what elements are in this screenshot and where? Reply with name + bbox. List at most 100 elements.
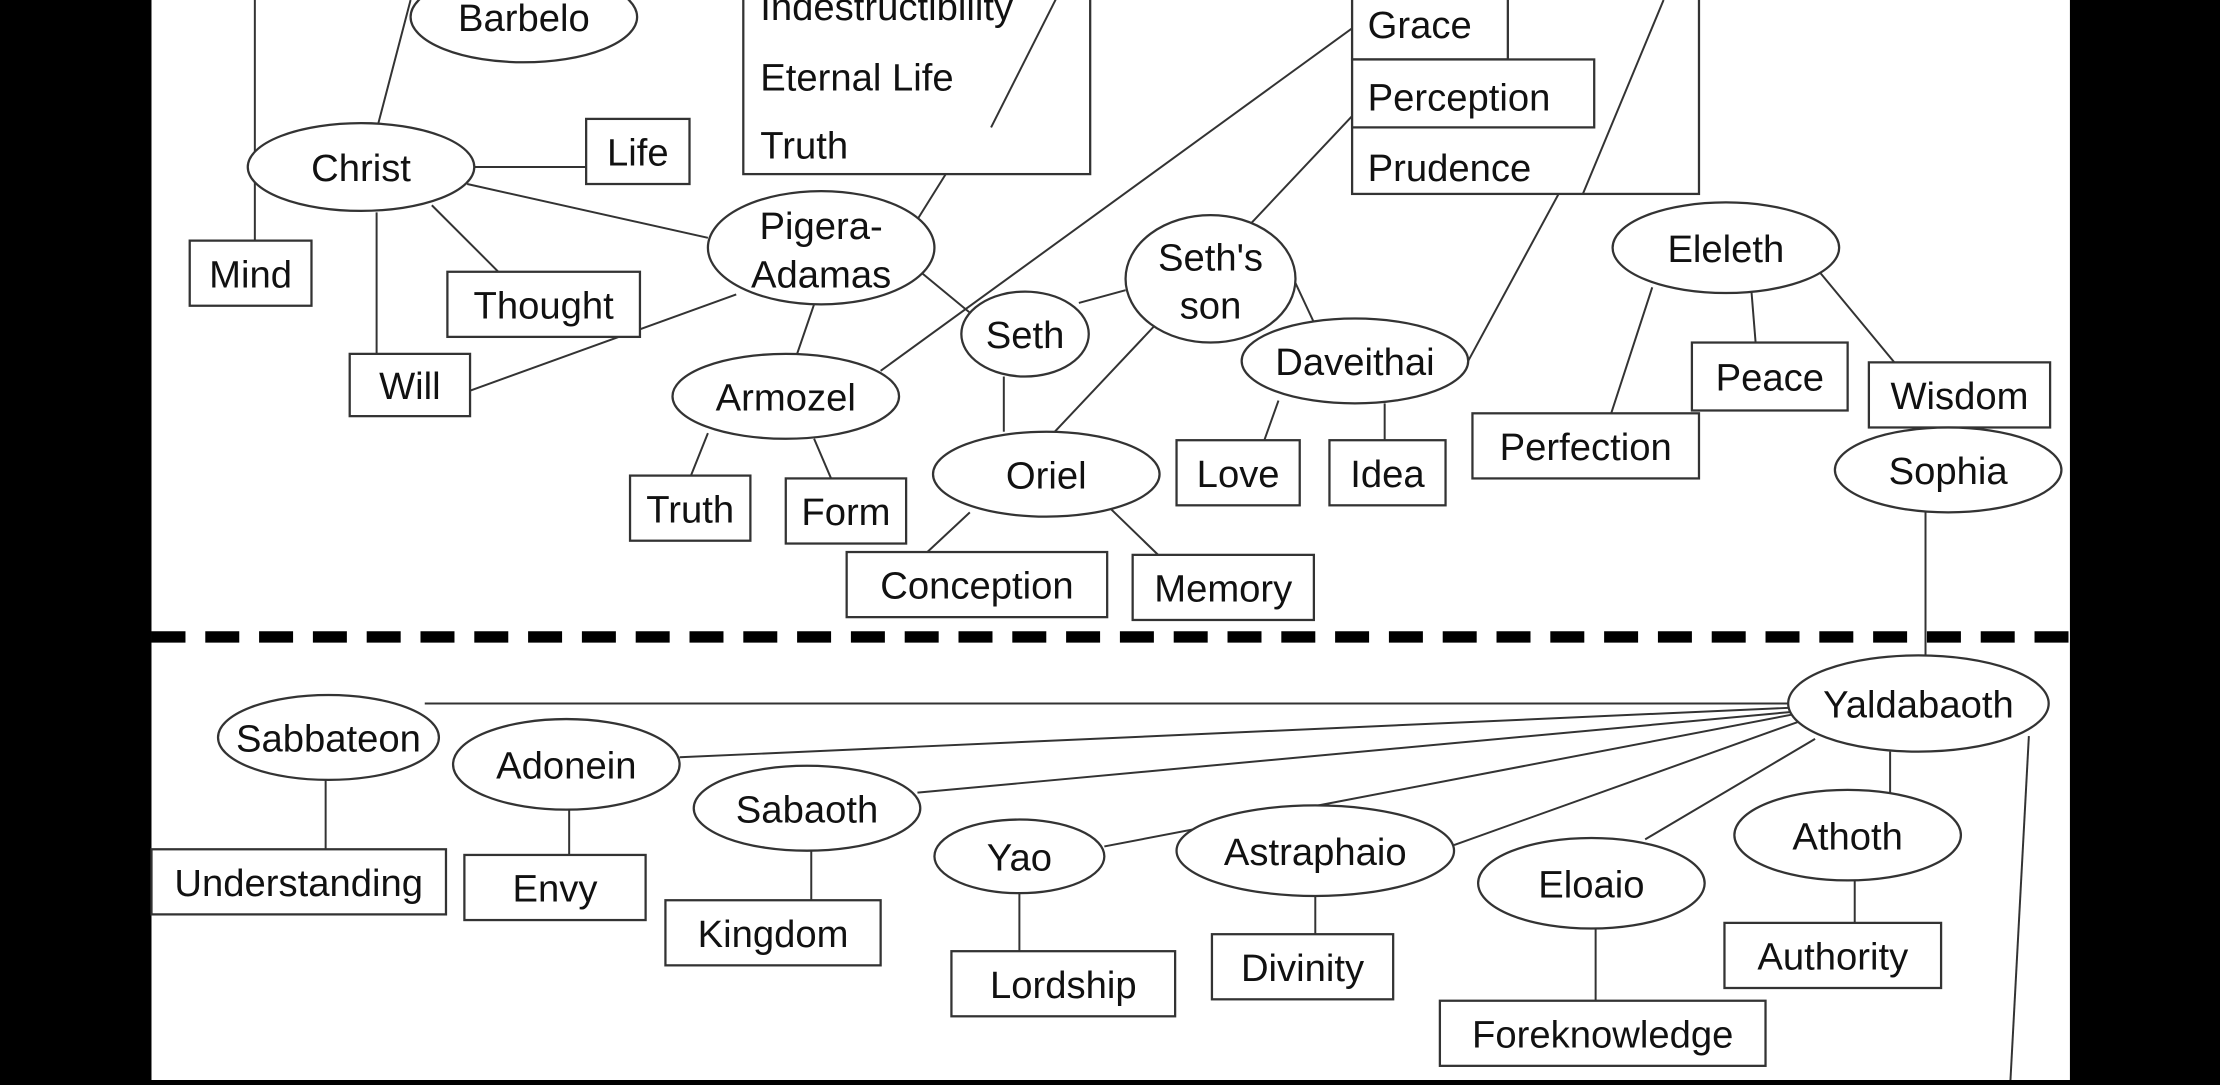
node-lordship: Lordship [950, 950, 1177, 1018]
connector-line [796, 304, 816, 355]
node-understanding: Understanding [150, 848, 448, 916]
node-wisdom: Wisdom [1867, 361, 2052, 429]
node-label-line: Pigera- [760, 205, 883, 248]
box-shape [1471, 412, 1701, 480]
connector-line [377, 0, 412, 125]
box-shape [1210, 933, 1395, 1001]
attribute-label: Indestructibility [760, 0, 1014, 29]
connector-line [880, 27, 1353, 372]
ellipse-shape [409, 0, 639, 64]
node-sabaoth: Sabaoth [692, 764, 922, 852]
ellipse-shape [1476, 836, 1706, 930]
ellipse-shape [246, 122, 476, 213]
node-label: Thought [474, 284, 615, 327]
node-label: Understanding [174, 862, 423, 905]
ellipse-shape [671, 352, 901, 440]
node-label-prudence: Prudence [1368, 147, 1532, 190]
node-sophia: Sophia [1833, 426, 2063, 514]
box-shape [950, 950, 1177, 1018]
node-label: Authority [1757, 936, 1909, 979]
box-shape [585, 117, 691, 186]
box-shape [1723, 921, 1943, 990]
node-label-line: son [1180, 284, 1242, 327]
node-authority: Authority [1723, 921, 1943, 990]
node-sabbateon: Sabbateon [216, 693, 441, 782]
box-shape [463, 853, 647, 922]
node-divinity: Divinity [1210, 933, 1395, 1001]
connector-line [1610, 287, 1654, 414]
node-label: Seth [986, 314, 1065, 357]
node-foreknowledge: Foreknowledge [1438, 999, 1767, 1067]
node-label: Yao [987, 837, 1052, 880]
node-label: Form [801, 491, 890, 534]
node-label: Eloaio [1538, 863, 1644, 906]
node-form: Form [784, 477, 908, 545]
node-label: Will [379, 365, 441, 408]
ellipse-shape [960, 290, 1090, 378]
box-shape [1690, 341, 1849, 412]
grace-box [1350, 0, 1509, 61]
ellipse-shape [692, 764, 922, 852]
ellipse-shape [216, 693, 441, 782]
connector-line [679, 706, 1792, 759]
node-label: Divinity [1241, 947, 1365, 990]
node-label: Oriel [1006, 454, 1087, 497]
node-mind: Mind [188, 239, 313, 307]
ellipse-shape [1733, 788, 1963, 882]
ellipse-shape [451, 717, 681, 811]
node-envy: Envy [463, 853, 647, 922]
node-label: Life [607, 132, 669, 175]
connector-line [469, 293, 737, 392]
node-label: Peace [1716, 357, 1824, 400]
node-label-line: Seth's [1158, 236, 1263, 279]
perception-box [1350, 58, 1596, 129]
node-will: Will [348, 352, 472, 418]
node-label: Armozel [716, 376, 856, 419]
node-armozel-truth: Truth [628, 474, 752, 542]
ellipse-shape [1833, 426, 2063, 514]
node-christ: Christ [246, 122, 476, 213]
node-eleleth: Eleleth [1611, 201, 1841, 295]
node-label: Astraphaio [1224, 831, 1407, 874]
connector-line [917, 710, 1792, 794]
node-label-grace: Grace [1368, 4, 1472, 47]
box-shape [1131, 553, 1316, 622]
ellipse-shape [1240, 317, 1470, 405]
node-label: Christ [311, 147, 411, 190]
node-label: Wisdom [1890, 375, 2028, 418]
connector-line [813, 438, 832, 479]
node-peace: Peace [1690, 341, 1849, 412]
node-label: Yaldabaoth [1823, 684, 2014, 727]
box-shape [845, 550, 1109, 619]
node-life: Life [585, 117, 691, 186]
connector-line [1078, 289, 1126, 304]
connector-line [926, 511, 971, 553]
box-shape [188, 239, 313, 307]
node-label: Barbelo [458, 0, 590, 40]
ellipse-shape [931, 430, 1161, 518]
ellipse-shape [933, 818, 1106, 895]
box-shape [348, 352, 472, 418]
ellipse-shape [1175, 804, 1456, 898]
node-label: Mind [209, 253, 292, 296]
box-shape [1328, 439, 1447, 507]
connector-line [431, 204, 500, 273]
node-label: Adonein [496, 745, 636, 788]
node-label: Foreknowledge [1472, 1013, 1733, 1056]
node-daveithai: Daveithai [1240, 317, 1470, 405]
connector-line [1263, 400, 1280, 441]
box-shape [628, 474, 752, 542]
node-label: Memory [1154, 568, 1293, 611]
node-perfection: Perfection [1471, 412, 1701, 480]
node-label-perception: Perception [1368, 76, 1551, 119]
node-label-line: Adamas [751, 253, 891, 296]
node-label: Truth [646, 488, 734, 531]
node-love: Love [1175, 439, 1301, 507]
ellipse-shape [1124, 214, 1297, 344]
node-conception: Conception [845, 550, 1109, 619]
